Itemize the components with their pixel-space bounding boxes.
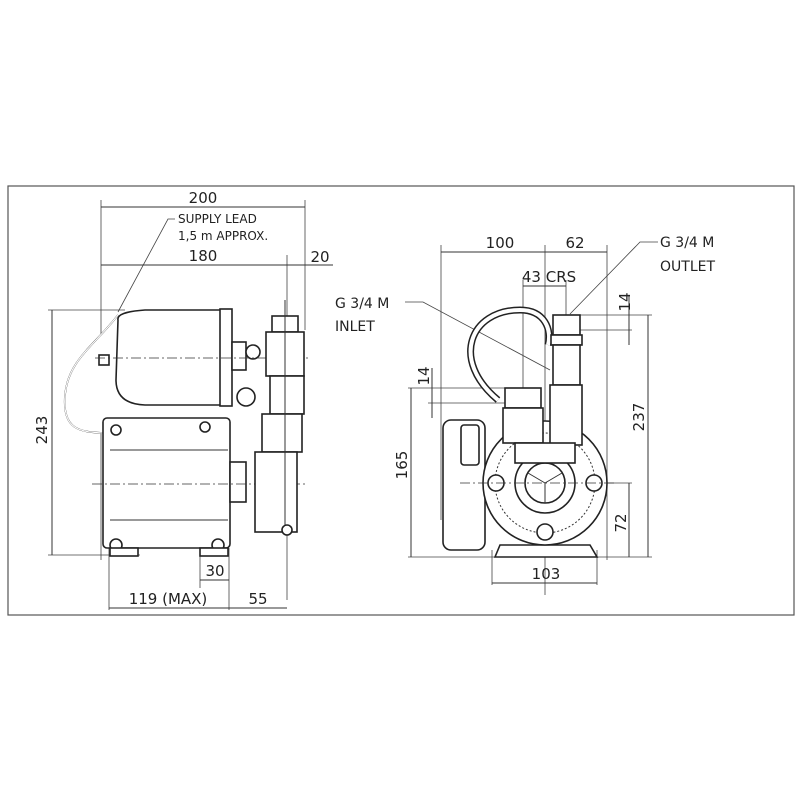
dimension-body-length: 180 [189,247,218,265]
outlet-label-line1: G 3/4 M [660,235,714,251]
dimension-overall-length: 200 [189,189,218,207]
drawing-frame [7,185,795,616]
dimension-outlet-height: 237 [630,403,648,432]
pump-feet [493,544,599,558]
dimension-inlet-thread: 14 [415,366,433,385]
supply-lead-label-line2: 1,5 m APPROX. [178,229,268,243]
inlet-label-line1: G 3/4 M [335,296,389,312]
dimension-centres: 43 CRS [522,268,576,286]
dimension-base-length: 119 (MAX) [129,590,208,608]
side-view: 200 SUPPLY LEAD 1,5 m APPROX. 180 20 243 [33,189,333,610]
inlet-leader [405,301,551,371]
supply-lead-leader [117,218,175,313]
inlet-label-line2: INLET [335,319,375,335]
dimension-pump-offset: 55 [248,590,267,608]
motor-body [102,417,231,549]
outlet-label-line2: OUTLET [660,259,715,275]
dimension-left-width: 100 [486,234,515,252]
pressure-tank [115,309,223,406]
dimension-right-width: 62 [565,234,584,252]
outlet-leader [569,241,658,315]
dimension-shaft-height: 72 [612,513,630,532]
dimension-height: 243 [33,416,51,445]
dimension-outlet-offset: 20 [310,248,329,266]
dimension-inlet-height: 165 [393,451,411,480]
dimension-foot-span: 103 [532,565,561,583]
supply-lead-label-line1: SUPPLY LEAD [178,212,257,226]
inlet-connector [504,387,542,409]
outlet-connector [552,314,581,336]
front-view: 100 62 43 CRS G 3/4 M OUTLET G 3/4 M INL… [335,234,715,595]
dimension-outlet-thread: 14 [616,292,634,311]
dimension-foot-width: 30 [205,562,224,580]
